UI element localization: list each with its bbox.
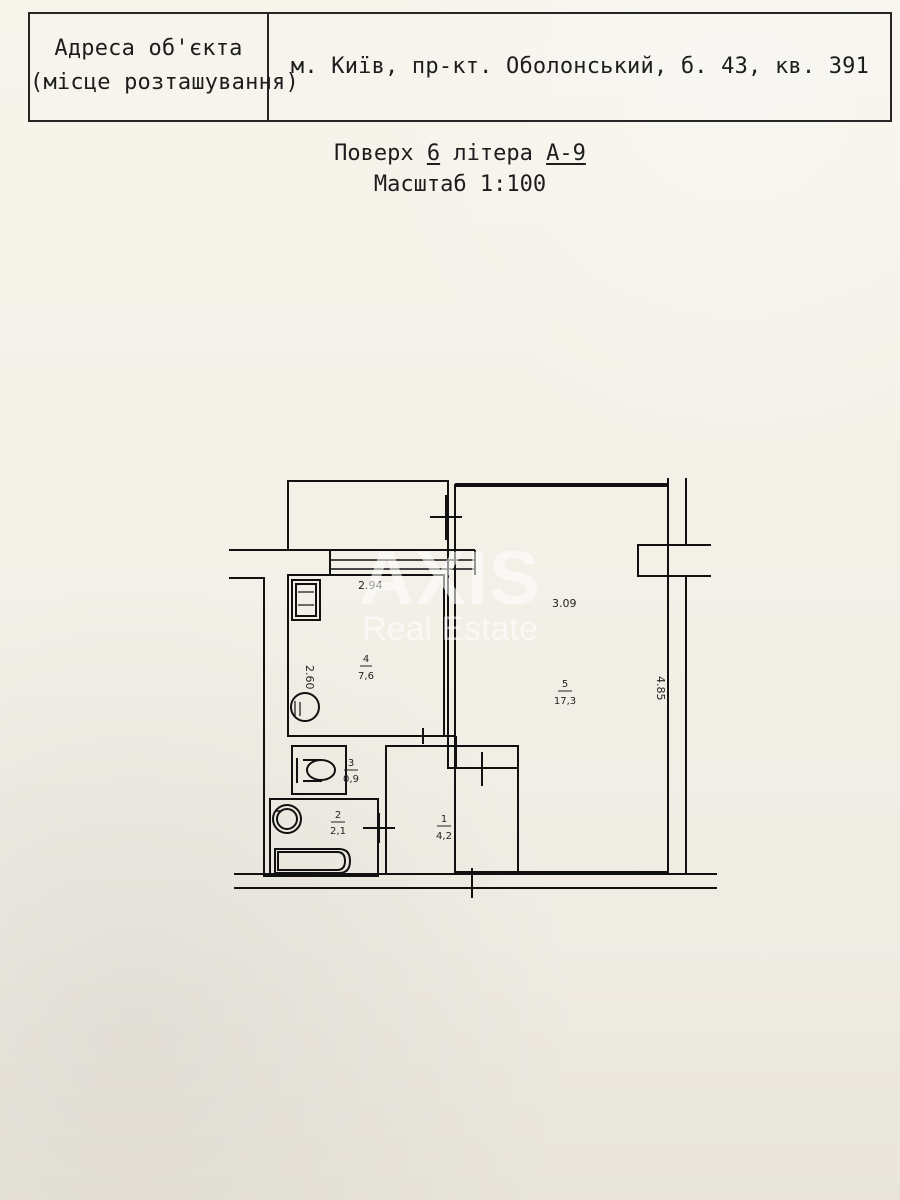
address-value: м. Київ, пр-кт. Оболонський, б. 43, кв. … bbox=[290, 54, 870, 79]
address-label: Адреса об'єкта (місце розташування) bbox=[30, 32, 299, 100]
kitchen-sink-box bbox=[291, 579, 321, 621]
dimension-top-small: 2.94 bbox=[358, 579, 383, 592]
bath-sink-inner bbox=[276, 808, 298, 830]
dimension-top-large: 3.09 bbox=[552, 597, 577, 610]
room-3-outline bbox=[291, 745, 347, 795]
room-5-left-wall bbox=[447, 485, 518, 769]
room-4-area: 7,6 bbox=[358, 671, 374, 682]
address-label-line-1: Адреса об'єкта bbox=[54, 36, 243, 61]
watermark-title: AXIS bbox=[359, 536, 541, 621]
dimension-right-large: 4.85 bbox=[654, 676, 667, 701]
toilet-bowl bbox=[306, 759, 336, 781]
kitchen-appliance-circle bbox=[290, 692, 320, 722]
watermark-subtitle: Real Estate bbox=[362, 610, 538, 648]
room-5-outline bbox=[454, 484, 669, 873]
letter-label: літера bbox=[453, 141, 533, 166]
room-2-area: 2,1 bbox=[330, 826, 346, 837]
floor-line: Поверх 6 літера А-9 bbox=[300, 138, 620, 169]
room-5-number: 5 bbox=[562, 679, 568, 690]
bathtub-inner bbox=[277, 851, 347, 871]
room-4-number: 4 bbox=[363, 654, 369, 665]
room-3-area: 0,9 bbox=[343, 774, 359, 785]
bath-sink-outer bbox=[272, 804, 302, 834]
room-1-outline bbox=[385, 745, 519, 875]
kitchen-sink-inner bbox=[295, 583, 317, 617]
room-3-number: 3 bbox=[348, 758, 354, 769]
room-5-area: 17,3 bbox=[554, 696, 576, 707]
watermark: AXIS Real Estate bbox=[340, 536, 560, 649]
address-table-divider bbox=[267, 14, 269, 120]
dimension-left-small: 2.60 bbox=[303, 665, 316, 690]
plan-meta: Поверх 6 літера А-9 Масштаб 1:100 bbox=[300, 138, 620, 200]
address-label-line-2: (місце розташування) bbox=[30, 70, 299, 95]
floor-number: 6 bbox=[426, 141, 441, 166]
room-1-area: 4,2 bbox=[436, 831, 452, 842]
room-2-number: 2 bbox=[335, 810, 341, 821]
letter-value: А-9 bbox=[546, 141, 586, 166]
room-1-number: 1 bbox=[441, 814, 447, 825]
floor-prefix: Поверх bbox=[334, 141, 414, 166]
scale-line: Масштаб 1:100 bbox=[373, 172, 547, 197]
room-2-outline bbox=[269, 798, 379, 875]
bathtub-outline bbox=[274, 848, 352, 874]
room-4-outline bbox=[287, 574, 445, 737]
address-table: Адреса об'єкта (місце розташування) м. К… bbox=[28, 12, 892, 122]
